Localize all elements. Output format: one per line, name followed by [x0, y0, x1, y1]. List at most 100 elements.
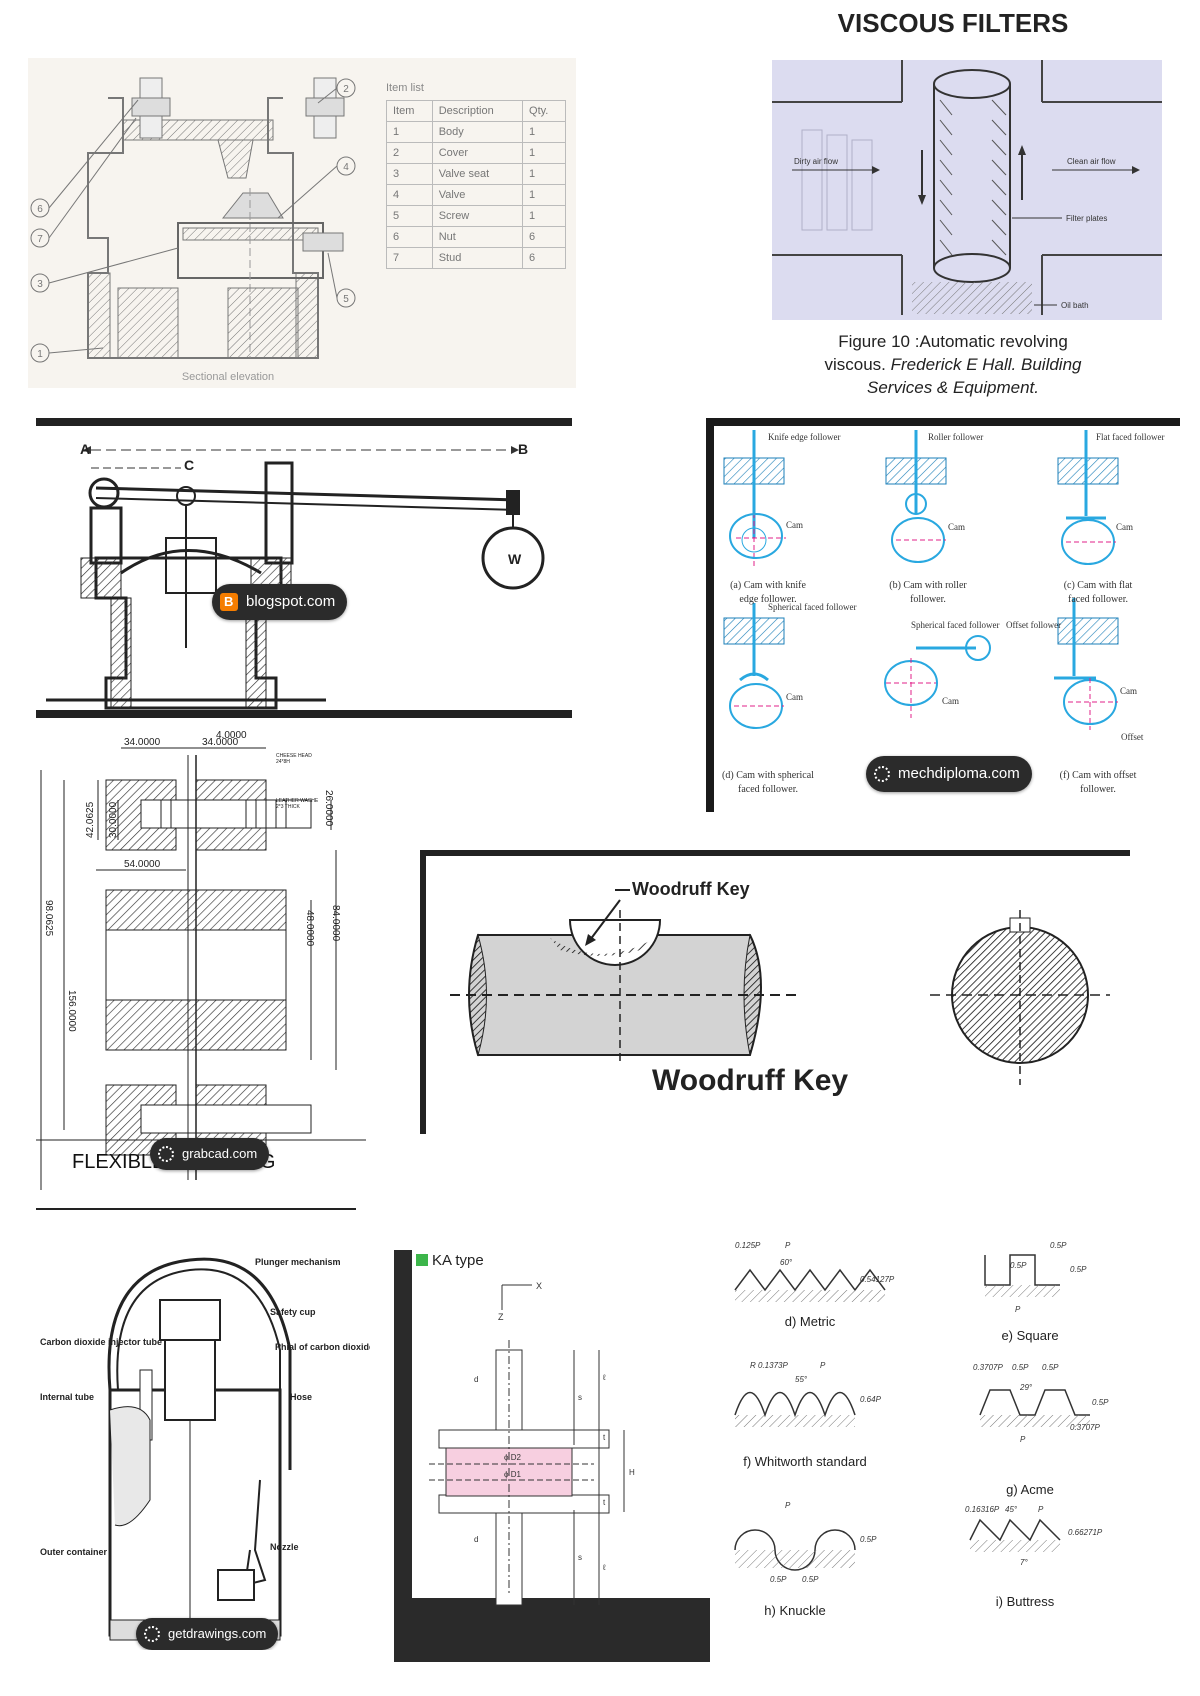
caption-line-3: Services & Equipment. — [867, 378, 1039, 397]
blogger-icon — [220, 584, 238, 620]
label-safety: Safety cup — [270, 1307, 316, 1317]
knuckle-dim-1: P — [785, 1501, 791, 1510]
ka-type-diagram: KA type X Z d d ϕ D2 ϕ D1 H s s t t ℓ ℓ — [394, 1250, 710, 1662]
note-leather: LEATHER WASHE — [276, 798, 319, 804]
cam-follower-panel: Knife edge follower Roller follower Flat… — [706, 418, 1180, 812]
cam-cell-a — [723, 430, 786, 568]
cam-cells — [723, 430, 1119, 730]
cam-cell-d — [723, 603, 785, 729]
item-list-title: Item list — [386, 82, 424, 94]
label-filter-plates: Filter plates — [1066, 214, 1107, 223]
flexible-coupling-panel: 34.0000 4.0000 34.0000 54.0000 CHEESE HE… — [36, 730, 396, 1210]
ka-type-panel: KA type X Z d d ϕ D2 ϕ D1 H s s t t ℓ ℓ — [394, 1250, 710, 1662]
axis-z: Z — [498, 1312, 504, 1322]
col-qty: Qty. — [522, 100, 566, 122]
extinguisher-panel: Plunger mechanism Safety cup Phial of ca… — [40, 1250, 370, 1650]
label-nozzle: Nozzle — [270, 1542, 299, 1552]
getdrawings-badge-label: getdrawings.com — [168, 1626, 267, 1641]
grabcad-badge[interactable]: grabcad.com — [150, 1138, 270, 1170]
follower-label-a: Knife edge follower — [768, 432, 840, 442]
woodruff-label: Woodruff Key — [632, 879, 750, 899]
caption-c2: faced follower. — [1068, 594, 1128, 605]
whitworth-dim-2: P — [820, 1361, 826, 1370]
mechdiploma-badge[interactable]: mechdiploma.com — [866, 756, 1032, 792]
gear-icon — [144, 1626, 160, 1642]
coupling-diagram: 34.0000 4.0000 34.0000 54.0000 CHEESE HE… — [36, 730, 366, 1210]
metric-dim-2: P — [785, 1241, 791, 1250]
thread-name-whitworth: f) Whitworth standard — [743, 1454, 867, 1469]
caption-line-2: viscous. Frederick E Hall. Building — [824, 355, 1082, 374]
cam-label: Cam — [1120, 686, 1137, 696]
metric-dim-4: 0.54127P — [860, 1275, 895, 1284]
cam-follower-diagram: Knife edge follower Roller follower Flat… — [706, 418, 1180, 812]
ka-title: KA type — [432, 1252, 484, 1269]
dim-48: 48.0000 — [304, 910, 315, 947]
note-cheese-head-b: 24*8H — [276, 759, 290, 765]
blogspot-badge[interactable]: blogspot.com — [212, 584, 348, 620]
whitworth-dim-4: 0.64P — [860, 1395, 882, 1404]
valve-drawing-panel: 6 7 3 1 2 4 5 Sectional elevation Item l… — [28, 58, 576, 388]
gear-icon — [874, 766, 890, 782]
label-a: A — [80, 441, 90, 457]
acme-dim-6: 0.3707P — [1070, 1423, 1100, 1432]
col-item: Item — [386, 100, 433, 122]
label-oil-bath: Oil bath — [1061, 301, 1089, 310]
table-header-row: Item Description Qty. — [386, 100, 566, 122]
label-c: C — [184, 457, 194, 473]
follower-label-e: Spherical faced follower — [911, 620, 999, 630]
thread-name-square: e) Square — [1001, 1328, 1058, 1343]
label-b: B — [518, 441, 528, 457]
h-label: H — [629, 1468, 635, 1477]
callout-6: 6 — [37, 204, 43, 215]
viscous-filter-panel: VISCOUS FILTERS — [706, 0, 1200, 404]
whitworth-dim-3: 55° — [795, 1375, 808, 1384]
callout-4: 4 — [343, 162, 349, 173]
follower-label-f: Offset follower — [1006, 620, 1061, 630]
woodruff-title: Woodruff Key — [652, 1064, 848, 1097]
follower-label-c: Flat faced follower — [1096, 432, 1164, 442]
thread-name-knuckle: h) Knuckle — [764, 1603, 825, 1618]
dim-26: 26.0000 — [323, 790, 334, 827]
callout-3: 3 — [37, 279, 43, 290]
caption-d2: faced follower. — [738, 784, 798, 795]
col-description: Description — [431, 100, 524, 122]
caption-b1: (b) Cam with roller — [889, 580, 967, 591]
buttress-dim-5: 7° — [1020, 1558, 1028, 1567]
buttress-dim-1: 0.16316P — [965, 1505, 1000, 1514]
knuckle-dim-3: 0.5P — [770, 1575, 787, 1584]
dim-34-right: 34.0000 — [202, 737, 239, 748]
extinguisher-diagram: Plunger mechanism Safety cup Phial of ca… — [40, 1257, 370, 1641]
cam-label: Cam — [1116, 522, 1133, 532]
thread-profiles-panel: 0.125P P 60° 0.54127P 0.5P 0.5P 0.5P P R… — [720, 1230, 1190, 1660]
label-plunger: Plunger mechanism — [255, 1257, 341, 1267]
callout-5: 5 — [343, 294, 349, 305]
viscous-caption: Figure 10 :Automatic revolving viscous. … — [706, 330, 1200, 399]
woodruff-key-panel: Woodruff Key Woodruff Key — [420, 850, 1130, 1134]
caption-d1: (d) Cam with spherical — [722, 770, 814, 781]
caption-f2: follower. — [1080, 784, 1116, 795]
metric-dim-1: 0.125P — [735, 1241, 761, 1250]
axis-x: X — [536, 1281, 542, 1291]
note-leather-b: 2*3 THICK — [276, 804, 300, 810]
follower-label-b: Roller follower — [928, 432, 983, 442]
d-label-top: d — [474, 1375, 478, 1384]
label-internal: Internal tube — [40, 1392, 94, 1402]
metric-dim-3: 60° — [780, 1258, 793, 1267]
buttress-dim-4: 0.66271P — [1068, 1528, 1103, 1537]
dim-84: 84.0000 — [330, 905, 341, 942]
caption-f1: (f) Cam with offset — [1060, 770, 1137, 781]
caption-b2: follower. — [910, 594, 946, 605]
cam-cell-e — [884, 635, 991, 718]
woodruff-key-diagram: Woodruff Key Woodruff Key — [420, 850, 1130, 1134]
cam-label: Cam — [948, 522, 965, 532]
thread-profiles-diagram: 0.125P P 60° 0.54127P 0.5P 0.5P 0.5P P R… — [734, 1241, 1109, 1618]
acme-dim-5: 0.5P — [1092, 1398, 1109, 1407]
getdrawings-badge[interactable]: getdrawings.com — [136, 1618, 279, 1650]
cam-label: Cam — [786, 520, 803, 530]
weight-label: W — [508, 551, 522, 567]
gear-icon — [158, 1146, 174, 1162]
mechdiploma-badge-label: mechdiploma.com — [898, 765, 1020, 782]
